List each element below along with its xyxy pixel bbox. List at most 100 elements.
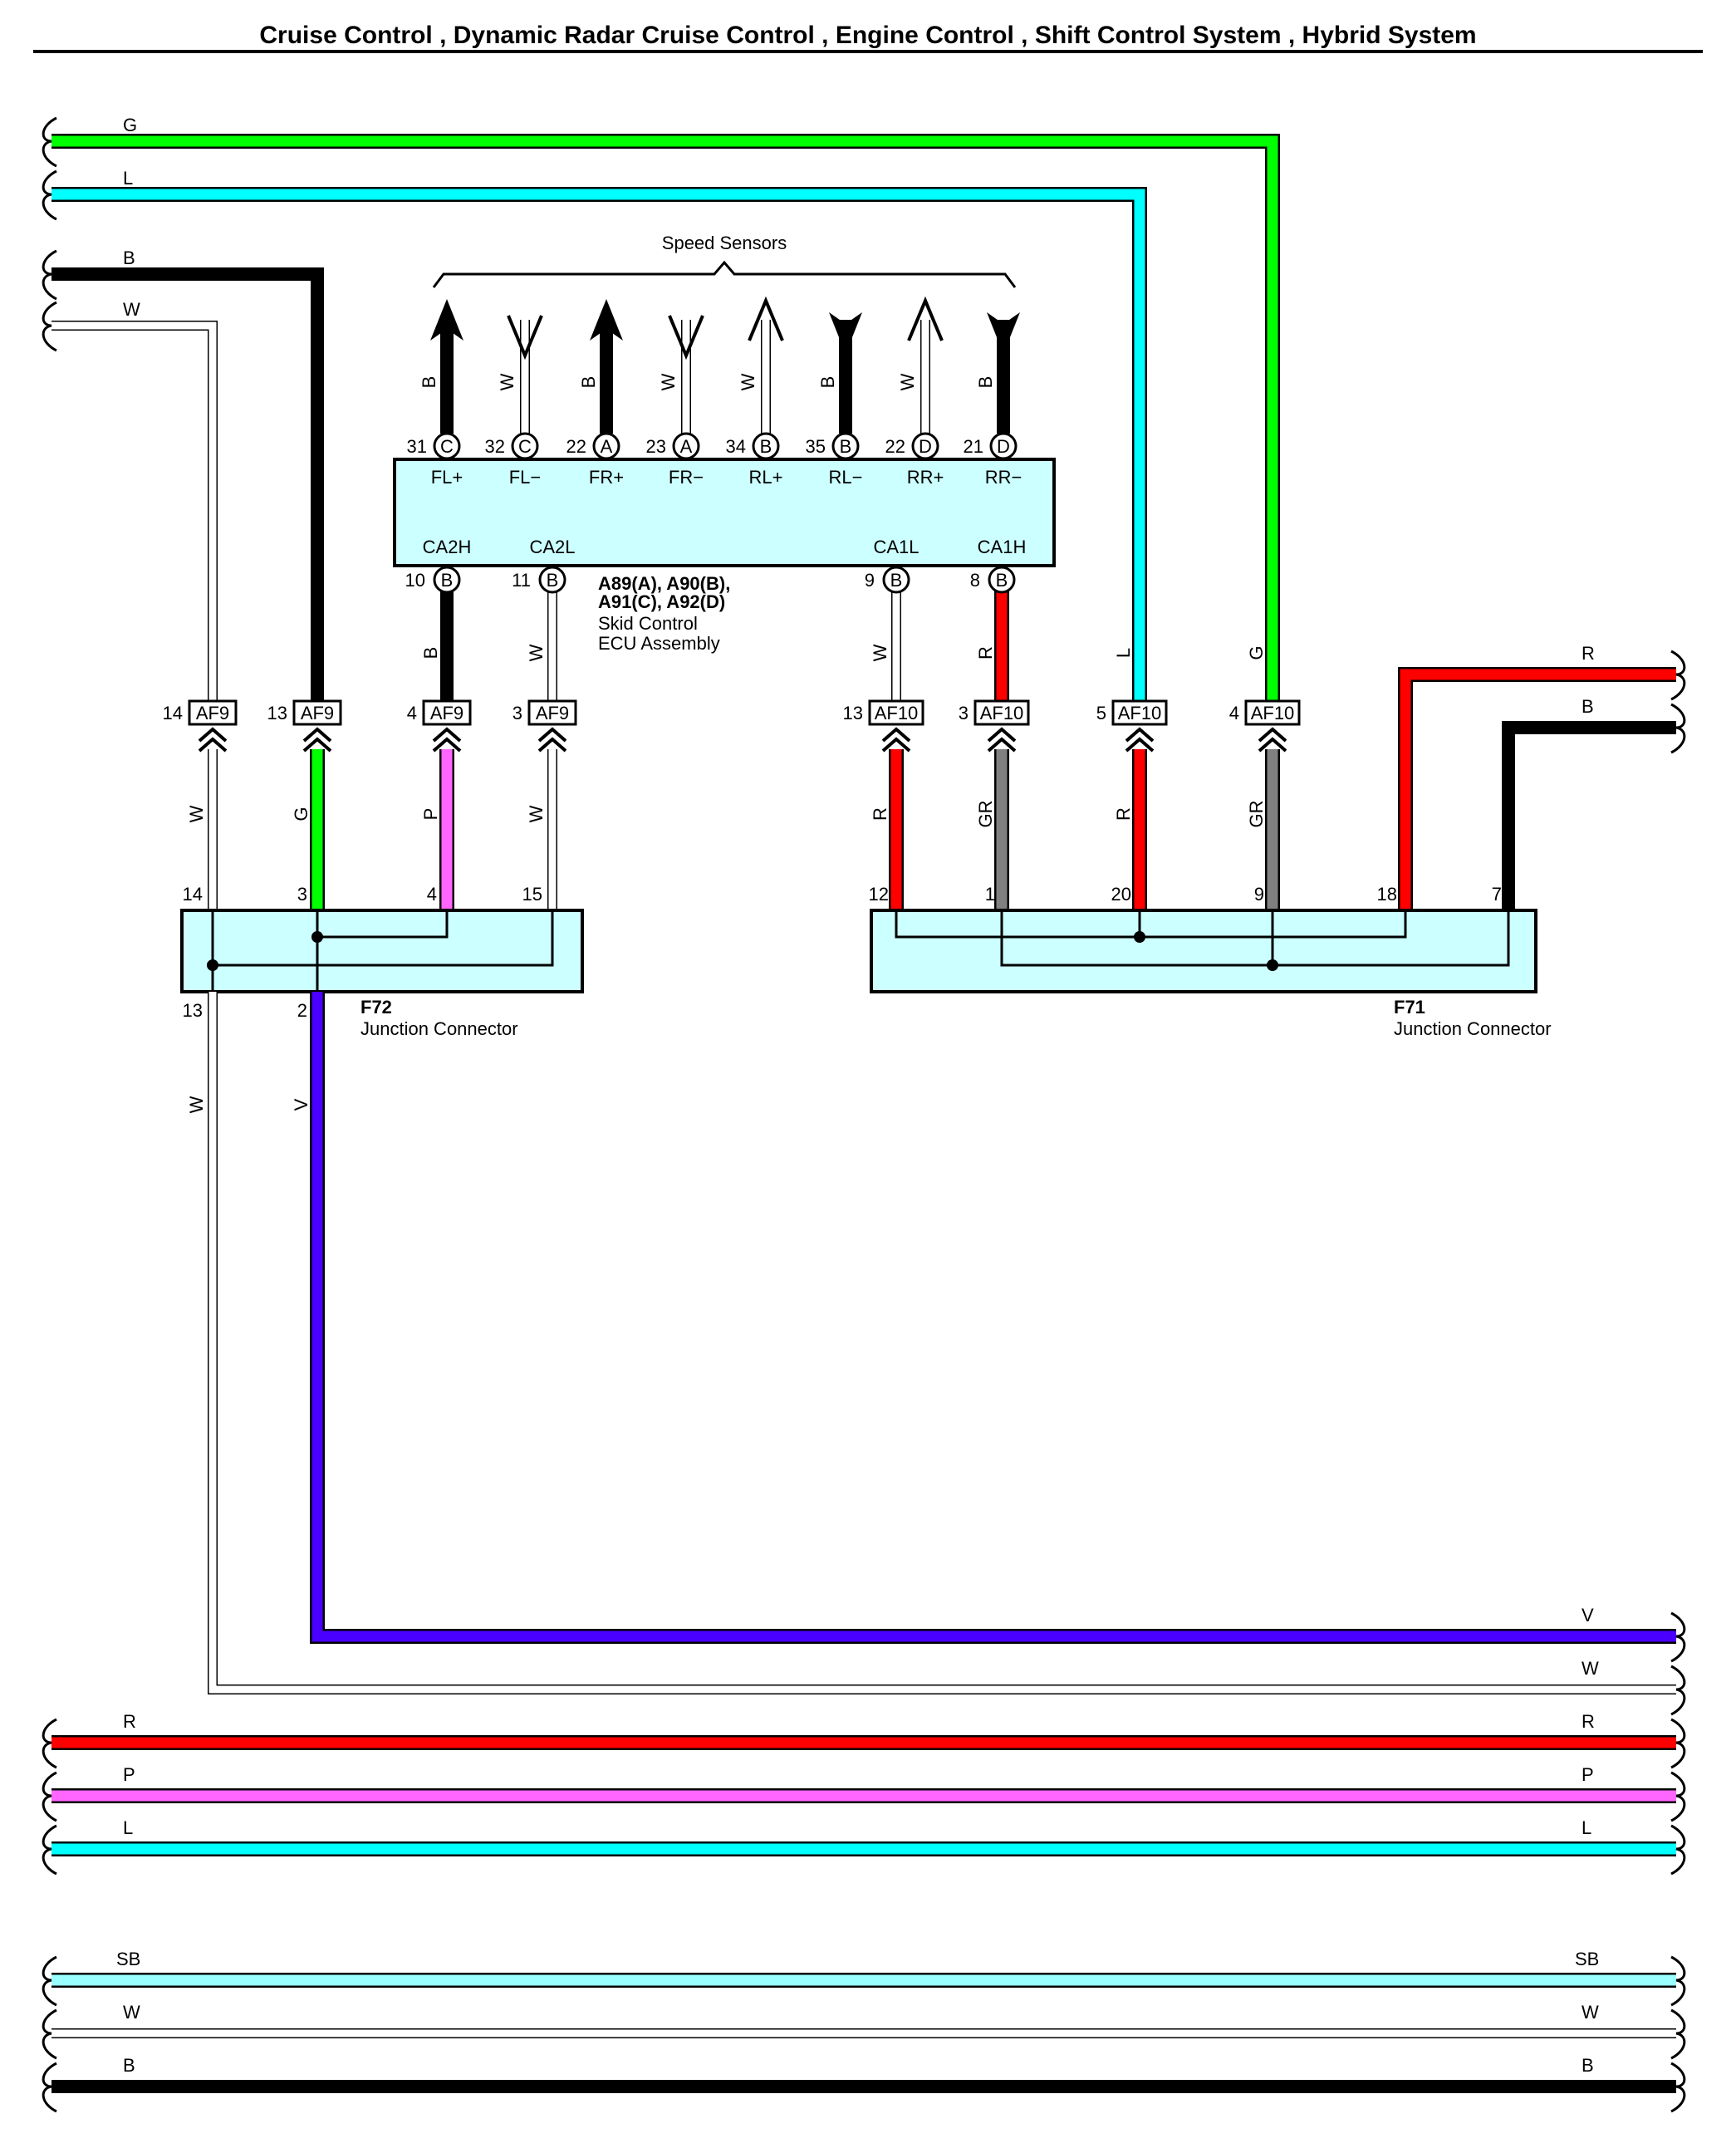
wire-label: L	[123, 1817, 133, 1838]
pin-connector-letter: A	[601, 436, 613, 457]
chevron-up-icon	[987, 737, 1017, 753]
wire-label: L	[1582, 1817, 1591, 1838]
wire-color-label: GR	[1246, 801, 1267, 828]
af-connector-name: AF9	[301, 703, 334, 723]
ecu-pin-name: RL−	[829, 467, 863, 488]
ecu-pin-name: CA1L	[873, 537, 919, 557]
wire-color-label: B	[419, 376, 439, 389]
splice-dot	[1134, 931, 1145, 943]
af-pin-number: 3	[512, 703, 522, 723]
wire-label: B	[1582, 696, 1594, 717]
chevron-up-icon	[537, 737, 567, 753]
f71-output-wires	[1398, 667, 1676, 915]
ecu-pin-name: FR+	[589, 467, 624, 488]
af-to-junction-wires	[208, 749, 1280, 915]
af-connector-box	[1111, 699, 1168, 726]
junction-pin-number: 12	[869, 884, 889, 905]
junction-pin-number: 20	[1111, 884, 1131, 905]
break-mark	[42, 116, 57, 352]
pin-connector-letter: B	[890, 570, 903, 591]
pin-circle	[911, 432, 939, 460]
pin-circle	[511, 432, 539, 460]
pin-circle	[831, 432, 860, 460]
ecu-pin-name: FR−	[669, 467, 704, 488]
wire-color-label: W	[658, 373, 679, 390]
chevron-up-icon	[302, 737, 332, 753]
signal-arrow-icon	[829, 312, 862, 354]
chevron-up-icon	[1125, 737, 1155, 753]
signal-arrow-icon	[987, 312, 1020, 354]
ecu-pin-name: RR−	[985, 467, 1022, 488]
wire-label: L	[123, 168, 133, 189]
junction-pin-number: 18	[1377, 884, 1397, 905]
wire-color-label: W	[870, 644, 890, 661]
wire-color-label: W	[738, 373, 758, 390]
ecu-pin-name: CA1H	[978, 537, 1027, 557]
af-connector-name: AF9	[536, 703, 569, 723]
sensors-brace	[432, 260, 1017, 288]
junction-pin-number: 7	[1492, 884, 1502, 905]
wire-color-label: B	[817, 376, 838, 389]
af-connector-box	[188, 699, 238, 726]
chevron-up-icon	[432, 737, 462, 753]
wire-label: W	[123, 2002, 140, 2023]
wire-color-label: W	[897, 373, 918, 390]
page-title: Cruise Control , Dynamic Radar Cruise Co…	[259, 22, 1476, 49]
wire-color-label: R	[870, 807, 890, 821]
break-mark	[42, 1718, 57, 2113]
af-connector-box	[973, 699, 1030, 726]
wire-v-long	[310, 992, 1676, 1644]
chevron-up-icon	[1125, 727, 1155, 743]
f71-id: F71	[1394, 997, 1425, 1018]
af-connector-name: AF10	[980, 703, 1024, 723]
af-connector-box	[868, 699, 924, 726]
wire-color-label: V	[291, 1098, 311, 1111]
splice-dot	[311, 931, 323, 943]
ecu-name: ECU Assembly	[598, 633, 720, 654]
splice-dot	[1267, 959, 1278, 971]
pin-connector-letter: D	[997, 436, 1010, 457]
af-connector-name: AF10	[1251, 703, 1295, 723]
wire-label: P	[123, 1764, 135, 1785]
pin-connector-letter: B	[996, 570, 1008, 591]
pin-number: 21	[964, 436, 983, 457]
pin-circle	[672, 432, 700, 460]
af-pin-number: 3	[959, 703, 969, 723]
pin-connector-letter: D	[919, 436, 932, 457]
wire-color-label: W	[497, 373, 517, 390]
wire-color-label: G	[291, 807, 311, 821]
wire-label: B	[123, 2055, 135, 2076]
wire-g-top	[51, 134, 1280, 704]
ecu-connector-ids: A91(C), A92(D)	[598, 591, 725, 612]
break-mark	[1670, 650, 1686, 754]
ecu-ca-wires	[440, 590, 1009, 704]
chevron-up-icon	[987, 727, 1017, 743]
junction-pin-number: 1	[985, 884, 995, 905]
wire-label: W	[1582, 1658, 1599, 1679]
junction-pin-number: 4	[427, 884, 437, 905]
pin-number: 22	[566, 436, 586, 457]
af-pin-number: 4	[1229, 703, 1239, 723]
pin-number: 35	[806, 436, 826, 457]
wire-label: V	[1582, 1605, 1594, 1626]
af-connector-name: AF10	[875, 703, 919, 723]
chevron-up-icon	[1258, 727, 1287, 743]
pin-number: 11	[512, 570, 531, 591]
wire-label: B	[123, 248, 135, 268]
af-pin-number: 4	[407, 703, 417, 723]
skid-control-ecu-box	[393, 458, 1056, 567]
pin-connector-letter: B	[760, 436, 772, 457]
pin-circle	[592, 432, 620, 460]
ecu-name: Skid Control	[598, 613, 698, 634]
pin-number: 8	[970, 570, 980, 591]
wire-label: W	[123, 299, 140, 320]
wire-b-left	[51, 267, 324, 704]
wire-label: P	[1582, 1764, 1594, 1785]
pin-number: 22	[885, 436, 905, 457]
wire-color-label: B	[420, 647, 441, 660]
f72-internal-bus	[211, 910, 554, 992]
f71-junction-box	[870, 909, 1537, 993]
